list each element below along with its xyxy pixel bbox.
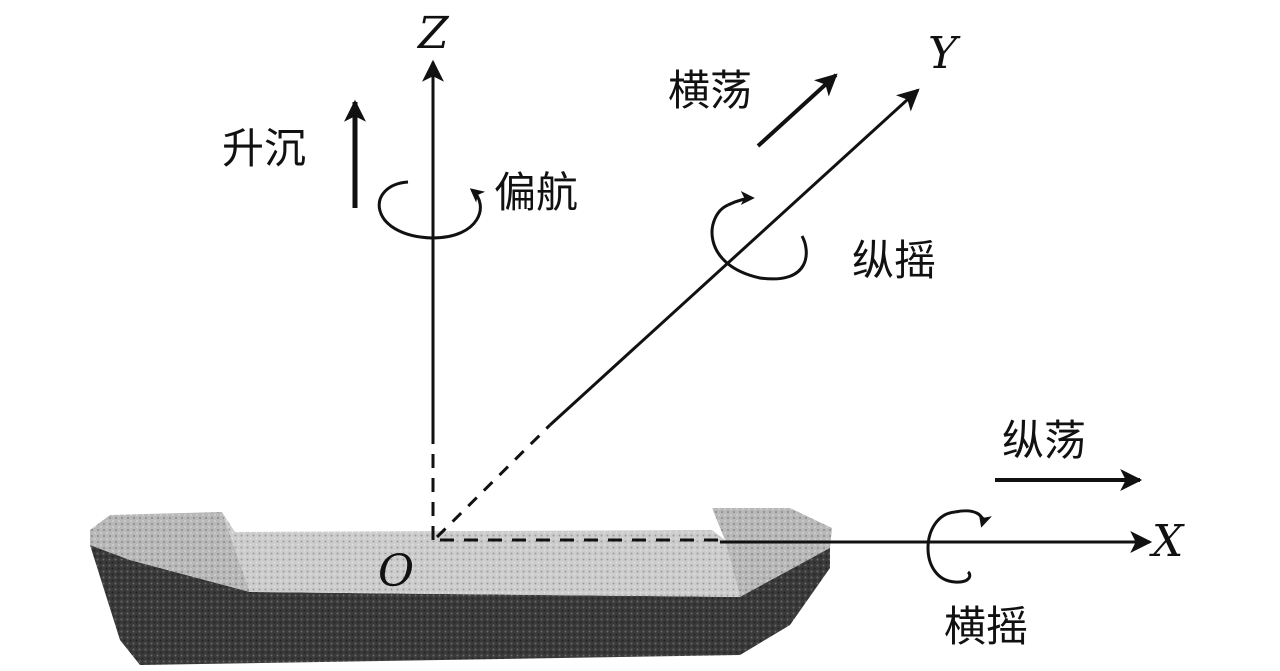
origin-label: O: [378, 546, 414, 597]
y-axis-label: Y: [928, 28, 961, 79]
y-axis: [548, 88, 920, 427]
yaw-rotation-icon: [377, 180, 486, 240]
ship-hull: [90, 508, 832, 665]
roll-rotation-icon: [926, 509, 992, 584]
sway-label: 横荡: [668, 66, 752, 115]
pitch-rotation-icon: [710, 191, 808, 281]
z-axis-label: Z: [416, 8, 450, 59]
heave-label: 升沉: [222, 124, 306, 173]
x-axis-label: X: [1149, 516, 1185, 567]
pitch-label: 纵摇: [852, 236, 936, 285]
sway-arrow: [756, 73, 838, 148]
roll-label: 横摇: [944, 602, 1028, 651]
y-axis-dashed: [435, 423, 552, 539]
yaw-label: 偏航: [494, 168, 578, 217]
surge-label: 纵荡: [1002, 416, 1086, 465]
